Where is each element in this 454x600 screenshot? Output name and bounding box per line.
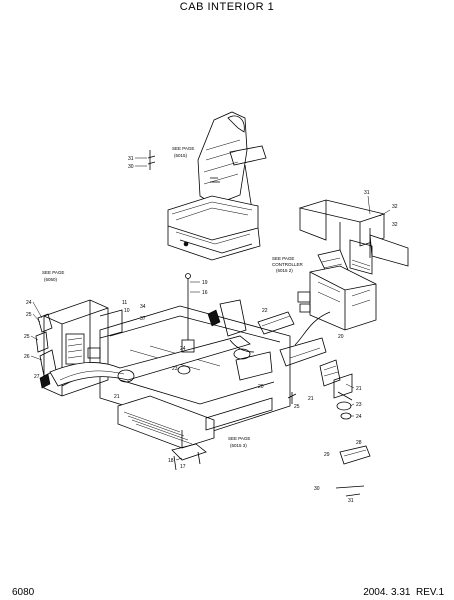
callout-label: 20	[338, 334, 344, 340]
callout-label: 21	[308, 396, 314, 402]
callout-label: 23	[172, 366, 178, 372]
callout-label: 30	[128, 164, 134, 170]
callout-label: 30	[314, 486, 320, 492]
callout-label: 25	[26, 312, 32, 318]
seat-assembly	[147, 111, 267, 261]
floor-plate	[49, 273, 295, 471]
callout-label: 23	[356, 402, 362, 408]
reference-note: (6015 2)	[276, 268, 293, 273]
reference-note: CONTROLLER	[272, 262, 304, 267]
reference-note: SEE PAGE	[228, 436, 250, 441]
right-upper-callouts: 31 32 32 SEE PAGE CONTROLLER (6015 2)	[272, 190, 398, 273]
seat-callouts: 31 30 SEE PAGE (6015)	[128, 146, 194, 170]
center-callouts: 19 16 11 10 34 37 21 23 22 24	[114, 280, 268, 400]
reference-note: SEE PAGE	[42, 270, 64, 275]
callout-label: 19	[202, 280, 208, 286]
left-callouts: SEE PAGE (6050) 24 25 25 26 27	[24, 270, 64, 380]
callout-label: 21	[114, 394, 120, 400]
callout-label: 10	[124, 308, 130, 314]
reference-note: SEE PAGE	[172, 146, 194, 151]
callout-label: 25	[24, 334, 30, 340]
callout-label: 31	[364, 190, 370, 196]
left-console-assembly	[35, 299, 123, 397]
callout-label: 18	[168, 458, 174, 464]
revision-label: REV.1	[416, 587, 444, 598]
callout-label: 20	[258, 384, 264, 390]
callout-label: 31	[348, 498, 354, 504]
callout-label: 27	[34, 374, 40, 380]
callout-label: 34	[140, 304, 146, 310]
detail-legend: 28 29 30 31	[314, 440, 371, 504]
reference-note: (6050)	[44, 277, 58, 282]
callout-label: 11	[122, 300, 127, 306]
callout-label: 31	[128, 156, 134, 162]
right-lower-parts	[287, 359, 353, 420]
callout-label: 17	[180, 464, 186, 470]
callout-label: 24	[356, 414, 362, 420]
callout-label: 24	[180, 346, 186, 352]
revision-date: 2004. 3.31	[363, 587, 411, 598]
callout-label: 16	[202, 290, 208, 296]
callout-label: 29	[324, 452, 330, 458]
right-lower-callouts: 20 21 21 23 24 25 20	[258, 334, 362, 420]
bottom-callouts: SEE PAGE (6015 3) 18 17	[168, 436, 250, 470]
callout-label: 32	[392, 204, 398, 210]
right-duct-assembly	[279, 199, 409, 367]
reference-note: (6015 3)	[230, 443, 247, 448]
page-title: CAB INTERIOR 1	[179, 1, 275, 13]
callout-label: 26	[24, 354, 30, 360]
page-code: 6080	[12, 587, 35, 598]
callout-label: 21	[356, 386, 362, 392]
callout-label: 32	[392, 222, 398, 228]
callout-label: 28	[356, 440, 362, 446]
reference-note: SEE PAGE	[272, 256, 294, 261]
callout-label: 22	[262, 308, 268, 314]
callout-label: 24	[26, 300, 32, 306]
callout-label: 25	[294, 404, 300, 410]
revision-info: 2004. 3.31 REV.1	[363, 587, 444, 598]
reference-note: (6015)	[174, 153, 188, 158]
callout-label: 37	[140, 316, 146, 322]
